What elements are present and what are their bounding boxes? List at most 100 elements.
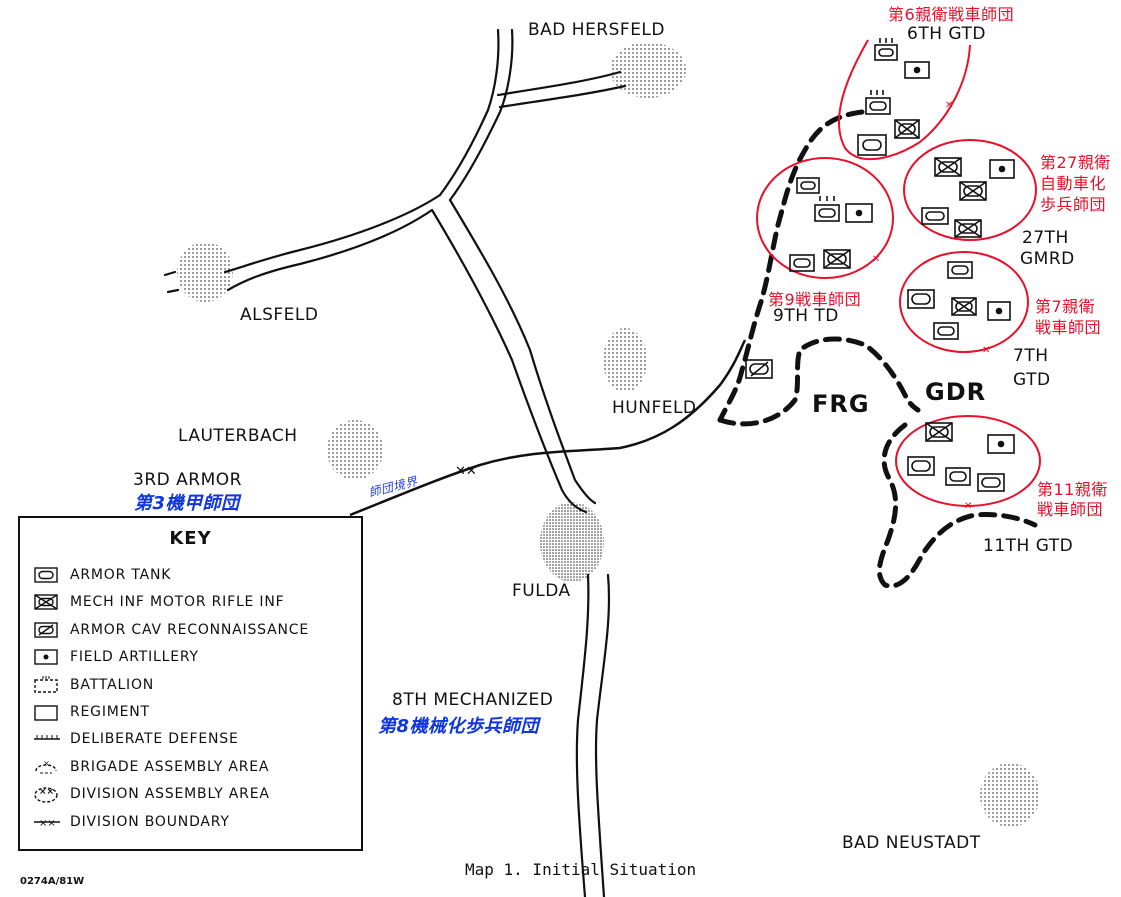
town-hunfeld	[603, 328, 647, 392]
svg-text:✕: ✕	[872, 254, 880, 265]
unit-mech-inf-icon	[954, 219, 982, 238]
label-27th: 27TH	[1022, 228, 1069, 248]
unit-mech-inf-icon	[934, 157, 962, 177]
key-item: REGIMENT	[32, 701, 150, 723]
unit-armor-tank-icon	[857, 134, 887, 156]
label-11th-jp-1: 第11親衛	[1037, 480, 1108, 499]
key-item-label: MECH INF MOTOR RIFLE INF	[70, 594, 285, 611]
unit-armor-tank-icon	[933, 322, 959, 340]
svg-text:✕✕: ✕✕	[455, 464, 477, 479]
key-item: ARMOR CAV RECONNAISSANCE	[32, 619, 309, 641]
unit-field-artillery-icon	[904, 61, 930, 79]
label-8th-mech-jp: 第8機械化歩兵師団	[378, 716, 540, 737]
deliberate-defense-icon	[34, 735, 60, 741]
brigade-assembly-icon: ×	[35, 759, 57, 774]
town-bad-neustadt	[980, 763, 1040, 827]
unit-armor-tank-icon	[796, 177, 820, 194]
svg-text:✕: ✕	[982, 345, 990, 356]
key-item-label: BRIGADE ASSEMBLY AREA	[70, 758, 270, 775]
key-item-label: ARMOR TANK	[70, 567, 172, 583]
key-item-label: FIELD ARTILLERY	[70, 649, 199, 666]
key-item: BATTALION	[32, 674, 154, 696]
inner-german-border	[717, 109, 1038, 589]
unit-armor-tank-icon	[789, 254, 815, 272]
unit-armor-tank-icon	[907, 289, 935, 309]
key-item: × BRIGADE ASSEMBLY AREA	[32, 756, 269, 778]
field-artillery-icon	[34, 649, 58, 665]
label-6th-gtd: 6TH GTD	[907, 24, 986, 44]
key-title: KEY	[169, 528, 212, 549]
map-key: KEY ARMOR TANK MECH INF MOTOR RIFLE INF AR…	[18, 516, 363, 851]
label-fulda: FULDA	[512, 581, 571, 601]
town-bad-hersfeld	[610, 42, 686, 98]
unit-mech-inf-icon	[823, 249, 851, 269]
unit-symbols	[745, 38, 1015, 492]
unit-mech-inf-icon	[959, 181, 987, 201]
key-item: DELIBERATE DEFENSE	[32, 728, 239, 750]
key-item-label: REGIMENT	[70, 704, 150, 720]
unit-armor-cav-icon	[745, 359, 773, 379]
battalion-icon	[34, 675, 58, 693]
label-frg: FRG	[812, 390, 870, 418]
unit-mech-inf-icon	[925, 422, 953, 442]
label-lauterbach: LAUTERBACH	[178, 426, 298, 446]
town-areas	[177, 42, 1040, 827]
unit-field-artillery-icon	[989, 159, 1015, 179]
unit-field-artillery-icon	[987, 434, 1015, 454]
key-item-label: BATTALION	[70, 676, 155, 693]
label-8th-mechanized: 8TH MECHANIZED	[392, 690, 554, 710]
svg-text:✕: ✕	[964, 501, 972, 512]
key-item-label: DIVISION BOUNDARY	[70, 813, 230, 830]
town-alsfeld	[177, 242, 233, 302]
unit-armor-tank-icon	[947, 261, 973, 279]
division-assembly-icon: ××	[34, 787, 58, 803]
unit-field-artillery-icon	[987, 301, 1011, 321]
label-27th-jp-2: 自動車化	[1040, 174, 1107, 193]
unit-mech-inf-icon	[951, 297, 977, 316]
unit-armor-tank-icon	[921, 207, 949, 225]
label-gmrd: GMRD	[1020, 249, 1075, 269]
label-bad-neustadt: BAD NEUSTADT	[842, 833, 981, 853]
map-caption: Map 1. Initial Situation	[465, 860, 697, 879]
label-gdr: GDR	[925, 378, 987, 406]
area-7th-gtd	[899, 251, 1029, 353]
label-11th-gtd: 11TH GTD	[983, 536, 1074, 556]
division-boundary-icon: ××	[34, 818, 60, 829]
label-hunfeld: HUNFELD	[612, 398, 697, 418]
document-code: 0274A/81W	[20, 876, 85, 887]
label-7th-jp-1: 第7親衛	[1035, 297, 1096, 316]
unit-armor-tank-icon	[945, 467, 971, 486]
area-11th-gtd	[895, 415, 1041, 507]
unit-armor-tank-icon	[907, 456, 935, 476]
svg-text:××: ××	[39, 787, 54, 797]
armor-tank-icon	[34, 567, 58, 583]
mech-inf-icon	[34, 594, 58, 611]
unit-armor-tank-icon	[874, 38, 898, 61]
unit-armor-tank-icon	[865, 90, 891, 115]
label-9th-td-jp: 第9戦車師団	[768, 290, 862, 309]
road-network	[163, 28, 627, 897]
area-6th-gtd	[837, 39, 971, 161]
label-bad-hersfeld: BAD HERSFELD	[528, 20, 665, 40]
label-11th-jp-2: 戦車師団	[1037, 500, 1104, 519]
key-item-label: DIVISION ASSEMBLY AREA	[70, 786, 270, 803]
key-item: MECH INF MOTOR RIFLE INF	[32, 591, 285, 613]
town-lauterbach	[327, 420, 383, 480]
label-gtd: GTD	[1013, 370, 1051, 390]
unit-field-artillery-icon	[845, 203, 873, 223]
unit-mech-inf-icon	[894, 119, 920, 139]
armor-cav-icon	[34, 622, 58, 638]
svg-text:✕: ✕	[945, 100, 953, 111]
area-27th-gmrd	[903, 139, 1037, 241]
key-item: ARMOR TANK	[32, 564, 171, 586]
svg-text:×: ×	[43, 759, 50, 768]
label-3rd-armor-jp: 第3機甲師団	[134, 493, 240, 514]
label-3rd-armor: 3RD ARMOR	[133, 470, 242, 490]
key-item: ×× DIVISION BOUNDARY	[32, 811, 230, 833]
soviet-division-areas	[756, 39, 1041, 507]
division-boundary-line: ✕✕	[349, 339, 747, 517]
label-6th-gtd-jp: 第6親衛戦車師団	[888, 5, 1015, 24]
area-9th-td	[756, 157, 894, 279]
